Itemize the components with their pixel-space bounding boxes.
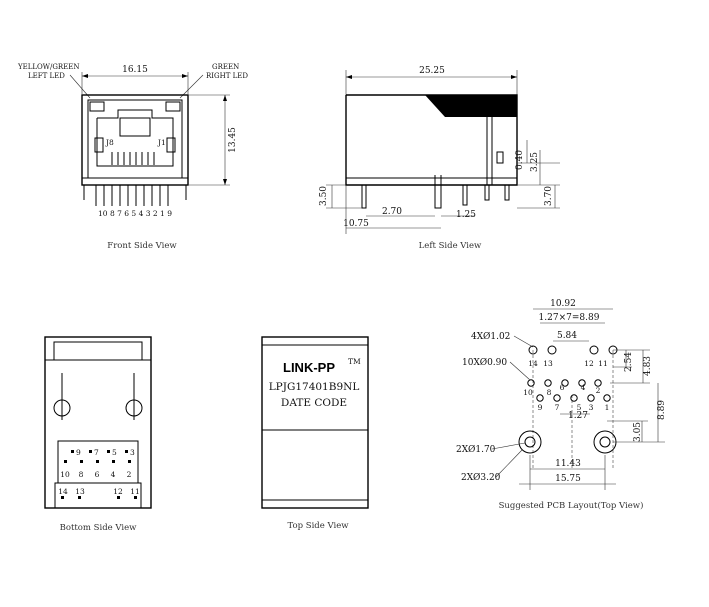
left-dim-d: 10.75 (343, 219, 369, 229)
left-view-caption: Left Side View (419, 241, 482, 251)
pcb-pin-4: 4 (581, 383, 586, 392)
pcb-dim-row-to-post: 8.89 (657, 400, 667, 420)
left-side-view: 25.25 3.50 2.70 1.25 10.75 0.40 3.25 (319, 66, 560, 251)
pcb-led-13: 13 (543, 359, 553, 368)
pcb-dim-post-to-edge: 3.05 (633, 422, 643, 442)
pcb-callout-post-pads: 2XØ3.20 (461, 472, 501, 483)
top-view-caption: Top Side View (288, 521, 350, 531)
bottom-pin-5: 5 (112, 448, 117, 457)
left-dim-e: 0.40 (515, 150, 525, 170)
bottom-pin-12: 12 (113, 487, 123, 496)
pcb-dim-led-span: 5.84 (557, 331, 577, 341)
top-brand: LINK-PP (283, 360, 335, 375)
left-length-dim: 25.25 (419, 66, 445, 76)
port-label-j1: J1 (157, 138, 166, 147)
left-led-label-1: YELLOW/GREEN (17, 63, 80, 71)
pcb-pin-3: 3 (589, 403, 594, 412)
bottom-pin-11: 11 (130, 487, 140, 496)
pcb-dim-overall: 10.92 (550, 299, 576, 309)
pcb-pin-2: 2 (596, 386, 601, 395)
pcb-dim-led-drop: 2.54 (624, 352, 634, 372)
bottom-view: 9 7 5 3 10 8 6 4 2 14 13 12 11 Bottom Si… (44, 336, 152, 533)
pcb-callout-signal-holes: 10XØ0.90 (462, 357, 507, 368)
pcb-pin-10: 10 (523, 388, 533, 397)
bottom-pin-3: 3 (130, 448, 135, 457)
front-width-dim: 16.15 (122, 65, 148, 75)
left-dim-a: 3.50 (319, 186, 329, 206)
right-led-label-1: GREEN (212, 63, 239, 71)
front-height-dim: 13.45 (228, 127, 238, 153)
pcb-callout-post-holes: 2XØ1.70 (456, 444, 496, 455)
left-led-label-2: LEFT LED (28, 72, 65, 80)
pcb-callout-led-holes: 4XØ1.02 (471, 331, 510, 342)
top-part-number: LPJG17401B9NL (269, 381, 360, 393)
pcb-dim-overall-width: 15.75 (555, 474, 581, 484)
bottom-pin-9: 9 (76, 448, 81, 457)
pcb-pin-6: 6 (560, 383, 565, 392)
pcb-pin-5: 5 (577, 403, 582, 412)
pcb-dim-pitch: 1.27×7=8.89 (539, 313, 600, 323)
left-dim-c: 1.25 (456, 210, 476, 220)
top-date-code: DATE CODE (281, 397, 347, 409)
pcb-led-11: 11 (598, 359, 608, 368)
pcb-pin-7: 7 (555, 403, 560, 412)
bottom-pin-8: 8 (79, 470, 84, 479)
pcb-pin-9: 9 (538, 403, 543, 412)
pcb-pin-1: 1 (605, 403, 610, 412)
right-led-label-2: RIGHT LED (206, 72, 248, 80)
bottom-pin-4: 4 (111, 470, 116, 479)
bottom-view-caption: Bottom Side View (60, 523, 138, 533)
pcb-pin-8: 8 (547, 388, 552, 397)
top-trademark: TM (348, 357, 361, 366)
pcb-dim-post-span: 11.43 (555, 459, 581, 469)
pcb-layout-caption: Suggested PCB Layout(Top View) (499, 500, 644, 511)
front-view: 16.15 YELLOW/GREEN LEFT LED GREEN RIGHT … (17, 63, 248, 251)
pcb-led-14: 14 (528, 359, 538, 368)
bottom-pin-7: 7 (94, 448, 99, 457)
pcb-dim-row-pitch: 1.27 (568, 411, 588, 421)
port-label-j8: J8 (105, 138, 114, 147)
pcb-dim-led-to-row: 4.83 (643, 356, 653, 376)
left-dim-f: 3.25 (530, 152, 540, 172)
front-pin-sequence: 10 8 7 6 5 4 3 2 1 9 (98, 209, 172, 218)
bottom-pin-14: 14 (58, 487, 68, 496)
bottom-pin-6: 6 (95, 470, 100, 479)
bottom-pin-13: 13 (75, 487, 85, 496)
bottom-pin-10: 10 (60, 470, 70, 479)
top-view: LINK-PP TM LPJG17401B9NL DATE CODE Top S… (261, 336, 369, 531)
pcb-layout: 10.92 1.27×7=8.89 5.84 14 13 12 11 10 8 … (456, 299, 667, 511)
front-view-caption: Front Side View (107, 241, 177, 251)
left-dim-g: 3.70 (544, 186, 554, 206)
pcb-led-12: 12 (584, 359, 594, 368)
left-dim-b: 2.70 (382, 207, 402, 217)
bottom-pin-2: 2 (127, 470, 132, 479)
